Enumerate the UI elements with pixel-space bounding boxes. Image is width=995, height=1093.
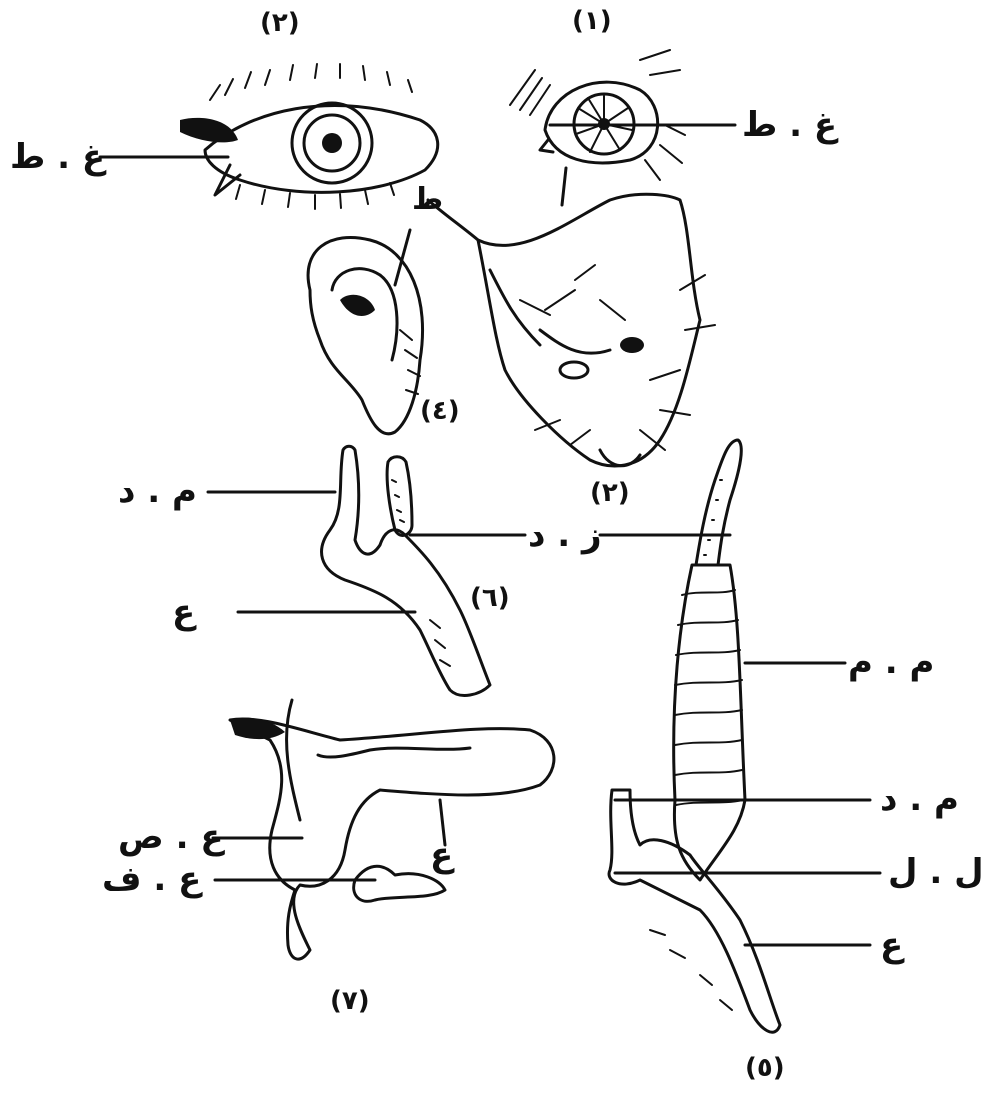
label-fig5-lower: ل . ل xyxy=(888,855,984,889)
label-fig7-bottom: ع . ف xyxy=(102,862,201,896)
label-fig5-top: م . م xyxy=(848,645,934,679)
label-fig7-right: ع xyxy=(430,838,453,872)
figure-number-1: (١) xyxy=(572,8,612,34)
snout-drawing xyxy=(428,194,715,466)
label-fig6-bottom: ع xyxy=(172,595,195,629)
figure-number-7: (٧) xyxy=(330,988,370,1014)
ear-drawing xyxy=(308,230,422,434)
eye-drawing-left xyxy=(100,64,438,209)
tract-small-drawing xyxy=(208,446,525,695)
organ-drawing xyxy=(213,700,554,959)
label-fig6-mid: ز . د xyxy=(528,518,602,552)
label-ear: ط xyxy=(412,185,443,215)
figure-number-3: (٢) xyxy=(260,10,300,36)
label-eye-right: غ . ط xyxy=(742,108,837,142)
label-eye-left: غ . ط xyxy=(10,140,105,174)
tract-long-drawing xyxy=(600,440,880,1032)
figure-number-5: (٥) xyxy=(745,1055,785,1081)
eye-drawing-right xyxy=(510,50,735,205)
label-fig6-top: م . د xyxy=(118,474,197,508)
label-fig5-mid: م . د xyxy=(880,782,959,816)
figure-number-6: (٦) xyxy=(470,585,510,611)
label-fig7-top: ع . ص xyxy=(118,820,224,854)
label-fig5-bottom: ع xyxy=(880,928,903,962)
figure-number-4: (٤) xyxy=(420,398,460,424)
figure-number-2: (٢) xyxy=(590,480,630,506)
